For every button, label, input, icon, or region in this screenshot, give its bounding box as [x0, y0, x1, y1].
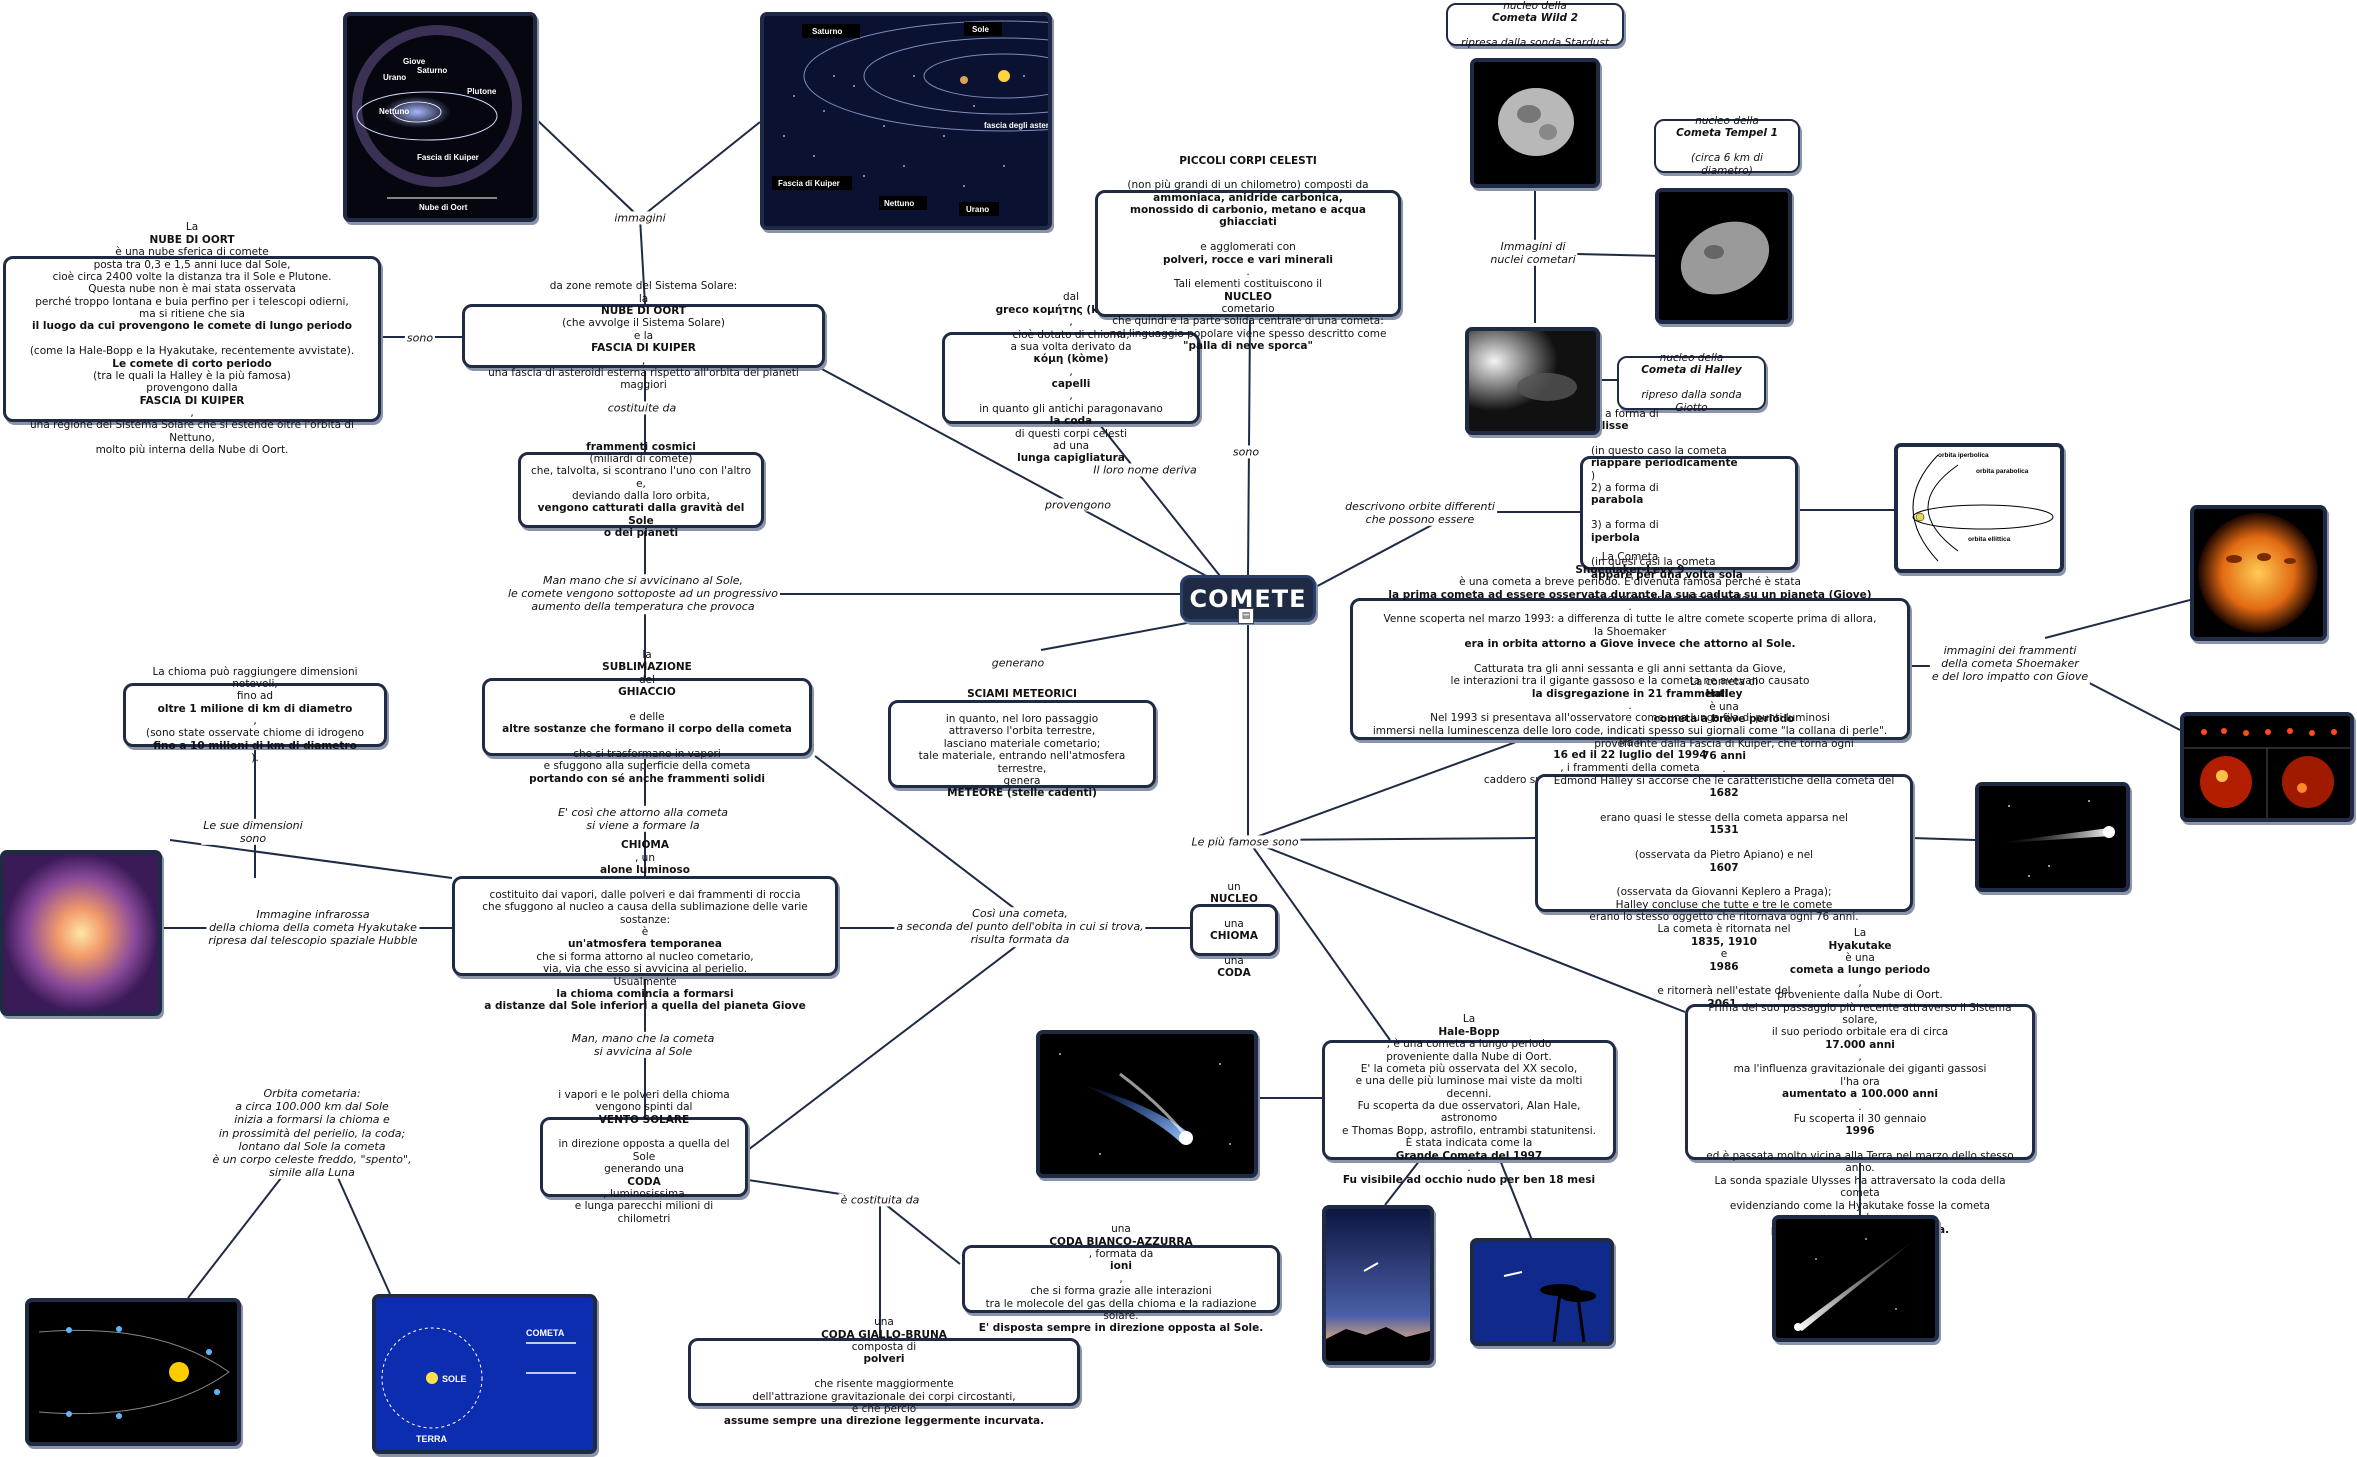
edge-label-cosi-chioma: E' così che attorno alla cometa si viene… [555, 805, 731, 833]
edge-label-immagini-frammenti: immagini dei frammenti della cometa Shoe… [1929, 644, 2091, 684]
edge-label-immagini: immagini [612, 211, 668, 225]
hyakutake-comet-image [1772, 1215, 1939, 1342]
edge-label-costituita-da: è costituita da [838, 1193, 922, 1207]
edge-label-man-mano: Man mano che si avvicinano al Sole, le c… [505, 574, 781, 614]
hale-bopp-palms-image [1470, 1238, 1614, 1346]
label-urano: Urano [383, 73, 406, 82]
comet-orbit-image [25, 1298, 241, 1446]
node-frammenti-cosmici[interactable]: frammenti cosmici (miliardi di comete) c… [518, 441, 764, 539]
edge-label-orbite: descrivono orbite differenti che possono… [1343, 499, 1497, 527]
label-nube-oort: Nube di Oort [419, 203, 468, 212]
edge-label-costituite-da: costituite da [605, 401, 679, 415]
label-cometa-diagram: COMETA [526, 1328, 565, 1338]
edge-label-dimensioni: Le sue dimensioni sono [201, 818, 305, 846]
edge-label-generano: generano [989, 656, 1047, 670]
label-fascia-asteroidi: fascia degli asteroidi [984, 121, 1048, 130]
solar-system-oort-image: Giove Saturno Urano Nettuno Plutone Fasc… [343, 12, 537, 222]
node-vento-solare[interactable]: i vapori e le polveri della chioma vengo… [540, 1089, 748, 1225]
tempel1-nucleus-image [1655, 188, 1792, 324]
label-fascia-di-kuiper: Fascia di Kuiper [778, 179, 840, 188]
node-nube-di-oort[interactable]: La NUBE DI OORT è una nube sferica di co… [3, 221, 381, 456]
label-urano-kuiper: Urano [966, 205, 989, 214]
edge-label-infrarossa: Immagine infrarossa della chioma della c… [206, 908, 420, 948]
label-orbita-ellittica: orbita ellittica [1968, 536, 2011, 543]
node-chioma[interactable]: CHIOMA, un alone luminoso costituito dai… [452, 839, 838, 1012]
label-saturno-kuiper: Saturno [812, 27, 842, 36]
node-wild2-caption[interactable]: nucleo della Cometa Wild 2 ripresa dalla… [1446, 0, 1624, 49]
edge-label-famose: Le più famose sono [1189, 835, 1301, 849]
node-halley[interactable]: La cometa di Halley è una cometa a breve… [1535, 676, 1913, 1010]
edge-label-immagini-nuclei: Immagini di nuclei cometari [1488, 239, 1578, 267]
label-saturno: Saturno [417, 66, 447, 75]
node-hyakutake[interactable]: La Hyakutake è una cometa a lungo period… [1685, 927, 2035, 1236]
node-sublimazione[interactable]: la SUBLIMAZIONE del GHIACCIO e delle alt… [482, 649, 812, 785]
document-icon[interactable]: ▤ [1238, 608, 1254, 624]
node-coda-giallo-bruna[interactable]: una CODA GIALLO-BRUNA composta di polver… [688, 1316, 1080, 1427]
shoemaker-fragments-image [2180, 712, 2354, 822]
node-piccoli-corpi[interactable]: PICCOLI CORPI CELESTI (non più grandi di… [1095, 155, 1401, 352]
label-sole-kuiper: Sole [972, 25, 989, 34]
halley-nucleus-image [1465, 327, 1600, 435]
node-sciami-meteorici[interactable]: SCIAMI METEORICI in quanto, nel loro pas… [888, 688, 1156, 799]
node-shoemaker-levy[interactable]: La Cometa Shoemaker-Levy 9 è una cometa … [1350, 551, 1910, 786]
edge-label-nome-deriva: Il loro nome deriva [1091, 463, 1199, 477]
node-tempel-caption[interactable]: nucleo della Cometa Tempel 1 (circa 6 km… [1654, 115, 1800, 177]
edge-label-provengono: provengono [1043, 498, 1113, 512]
hale-bopp-sunset-image [1322, 1205, 1434, 1365]
kuiper-belt-image: Saturno Sole fascia degli asteroidi Fasc… [760, 12, 1052, 230]
orbit-types-diagram: orbita iperbolica orbita parabolica orbi… [1894, 443, 2064, 573]
node-greco[interactable]: dal greco κομήτης (kométes), cioè dotato… [942, 291, 1200, 464]
node-coda-bianco-azzurra[interactable]: una CODA BIANCO-AZZURRA, formata da ioni… [962, 1223, 1280, 1334]
edge-label-cosi-cometa: Così una cometa, a seconda del punto del… [894, 907, 1146, 947]
hale-bopp-blue-image [1036, 1030, 1258, 1178]
jupiter-impact-image [2190, 505, 2327, 641]
comet-tail-direction-image: COMETA SOLE TERRA [372, 1294, 597, 1454]
node-hale-bopp[interactable]: La Hale-Bopp, è una cometa a lungo perio… [1322, 1013, 1616, 1186]
label-terra-diagram: TERRA [416, 1434, 447, 1444]
label-sole-diagram: SOLE [442, 1374, 467, 1384]
label-orbita-parabolica: orbita parabolica [1976, 468, 2029, 475]
halley-comet-image [1975, 782, 2130, 892]
label-fascia-kuiper: Fascia di Kuiper [417, 153, 479, 162]
node-nucleo-chioma-coda[interactable]: un NUCLEO una CHIOMA una CODA [1190, 881, 1278, 979]
label-nettuno: Nettuno [379, 107, 409, 116]
edge-label-sono-center: sono [1230, 445, 1262, 459]
label-plutone: Plutone [467, 87, 497, 96]
edge-label-orbita-cometaria: Orbita cometaria: a circa 100.000 km dal… [210, 1086, 414, 1180]
label-orbita-iperbolica: orbita iperbolica [1938, 452, 1989, 459]
edge-label-avvicina: Man, mano che la cometa si avvicina al S… [569, 1031, 717, 1059]
hyakutake-infrared-image [0, 850, 162, 1016]
wild2-nucleus-image [1470, 58, 1600, 188]
node-halley-nucleo-caption[interactable]: nucleo della Cometa di Halley ripreso da… [1617, 352, 1766, 414]
label-nettuno-kuiper: Nettuno [884, 199, 914, 208]
node-zone-remote[interactable]: da zone remote del Sistema Solare: la NU… [462, 280, 825, 391]
label-giove: Giove [403, 57, 426, 66]
node-dimensioni-chioma[interactable]: La chioma può raggiungere dimensioni not… [123, 666, 387, 764]
edge-label-sono: sono [404, 331, 436, 345]
